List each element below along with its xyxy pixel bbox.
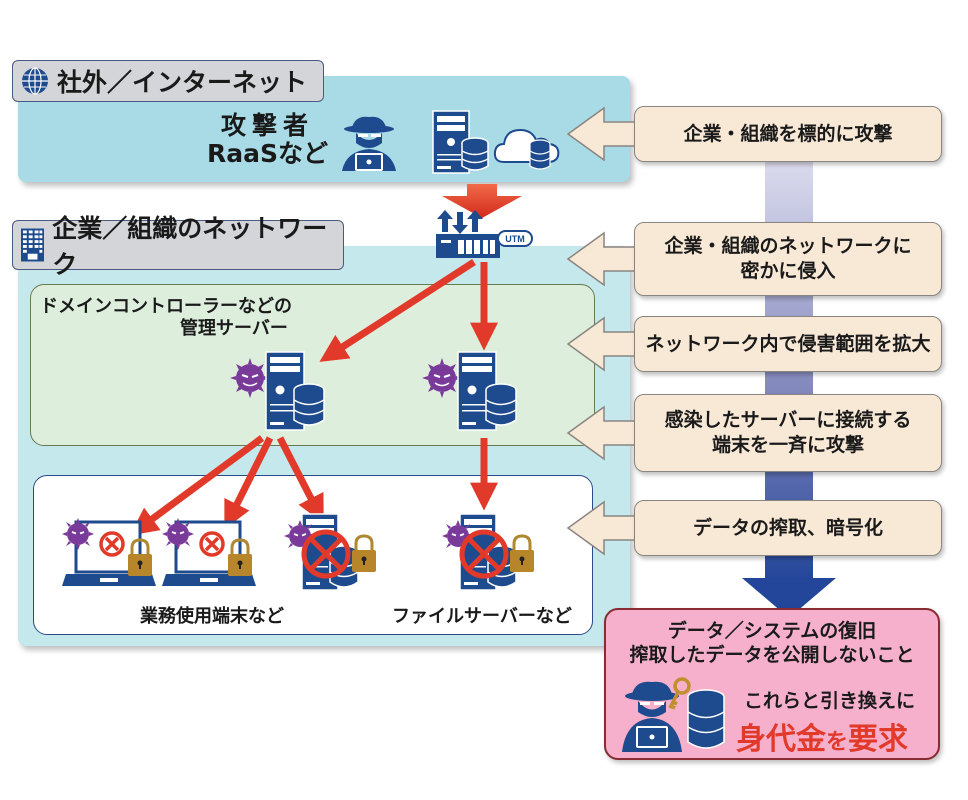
ransom-line-2: 搾取したデータを公開しないこと [629,643,915,666]
cloud-storage-icon [493,128,560,170]
corporate-zone-header: 企業／組織のネットワーク [12,214,344,279]
internet-zone-title: 社外／インターネット [57,68,308,97]
step-callout-2: 企業・組織のネットワークに 密かに侵入 [566,222,942,296]
management-server-label: ドメインコントローラーなどの 管理サーバー [40,296,292,339]
ransom-demand-box: データ／システムの復旧 搾取したデータを公開しないこと これらと引き換えに 身代… [604,608,940,760]
infected-server-icon [422,351,517,431]
infected-laptop-icon-2 [162,518,256,586]
step-text: データの搾取、暗号化 [634,500,942,556]
step-callout-3: ネットワーク内で侵害範囲を拡大 [566,316,942,372]
lock-icon [352,534,376,572]
left-arrow-icon [566,231,638,287]
encrypted-fileserver-icon [442,513,534,591]
lock-icon [510,534,534,572]
domain-controller-server-icon [230,351,325,431]
globe-icon [22,67,48,95]
lock-icon [228,538,252,576]
step-text: 感染したサーバーに接続する 端末を一斉に攻撃 [634,394,942,472]
intrusion-arrow [442,184,522,218]
hacker-icon [342,116,396,171]
blocked-icon [459,529,509,579]
utm-firewall-icon: UTM [436,210,533,258]
blocked-icon [99,531,125,557]
step-callout-4: 感染したサーバーに接続する 端末を一斉に攻撃 [566,394,942,472]
blocked-icon [199,531,225,557]
ransom-demand-text: 身代金を要求 [736,722,909,757]
infected-laptop-icon-1 [62,518,156,586]
database-icon [687,689,725,749]
attacker-server-icon [432,110,489,174]
internet-zone-header: 社外／インターネット [12,60,324,102]
terminals-label: 業務使用端末など [140,606,284,627]
step-callout-1: 企業・組織を標的に攻撃 [566,106,942,162]
corporate-zone-title: 企業／組織のネットワーク [52,214,328,279]
left-arrow-icon [566,316,638,372]
virus-icon [162,518,194,550]
ransom-line-1: データ／システムの復旧 [667,620,877,642]
step-text: 企業・組織のネットワークに 密かに侵入 [634,222,942,296]
utm-label: UTM [505,234,525,244]
virus-icon [422,358,462,398]
attacker-label: 攻撃者 RaaSなど [207,111,328,168]
step-text: 企業・組織を標的に攻撃 [634,106,942,162]
encrypted-server-icon [284,513,376,591]
left-arrow-icon [566,405,638,461]
virus-icon [230,358,270,398]
hacker-with-key-icon [622,677,725,752]
virus-icon [62,518,94,550]
lock-icon [128,538,152,576]
left-arrow-icon [566,106,638,162]
building-icon [21,228,45,262]
step-callout-5: データの搾取、暗号化 [566,500,942,556]
ransom-line-3: これらと引き換えに [744,690,916,712]
fileserver-label: ファイルサーバーなど [392,606,572,627]
blocked-icon [301,529,351,579]
left-arrow-icon [566,500,638,556]
step-text: ネットワーク内で侵害範囲を拡大 [634,316,942,372]
key-icon [668,677,691,710]
